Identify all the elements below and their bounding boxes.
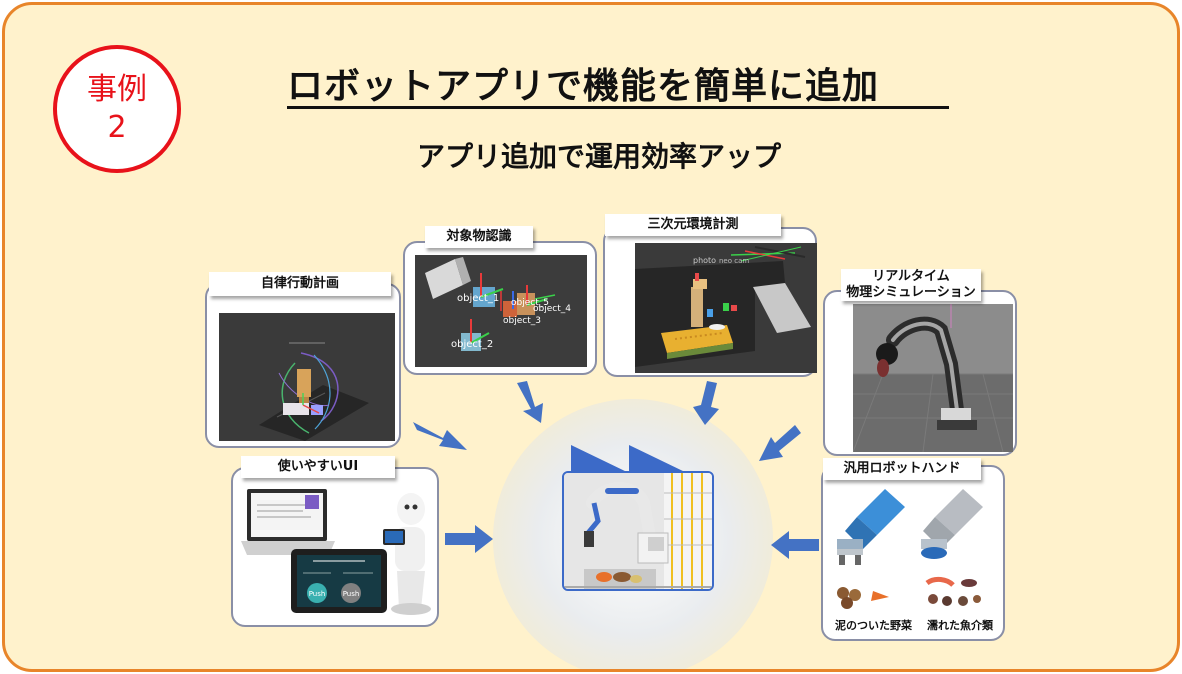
measurement-image: photo neo cam	[635, 243, 817, 373]
object-label-4: object_4	[533, 304, 571, 314]
svg-text:neo cam: neo cam	[719, 257, 749, 265]
object-label-5: object_5	[511, 298, 549, 308]
motion-planning-screenshot	[219, 313, 395, 441]
push-button-1: Push	[309, 590, 326, 598]
caption-muddy-vegetables: 泥のついた野菜	[835, 619, 912, 632]
arrow-motion-planning	[413, 422, 467, 450]
central-robot-image	[564, 473, 712, 589]
case-badge-number: 2	[107, 110, 127, 145]
page-title: ロボットアプリで機能を簡単に追加	[287, 65, 949, 109]
label-ui: 使いやすいUI	[241, 456, 395, 478]
robot-hand-image	[833, 489, 987, 611]
label-3d-measurement: 三次元環境計測	[605, 214, 781, 236]
object-recognition-image: object_1 object_2 object_3 object_4 obje…	[415, 255, 587, 367]
simulation-screenshot	[853, 304, 1013, 452]
panel-object-recognition: object_1 object_2 object_3 object_4 obje…	[403, 241, 597, 375]
panel-3d-measurement: photo neo cam	[603, 227, 817, 377]
label-robot-hand: 汎用ロボットハンド	[823, 458, 981, 480]
svg-text:photo: photo	[693, 256, 716, 265]
arrow-simulation	[759, 425, 801, 461]
label-simulation-line1: リアルタイム	[872, 269, 950, 284]
arrow-object-recognition	[517, 381, 543, 423]
simulation-image	[853, 304, 1013, 452]
factory-roof-icon	[571, 445, 687, 473]
label-simulation: リアルタイム 物理シミュレーション	[841, 269, 981, 301]
label-object-recognition: 対象物認識	[425, 226, 533, 248]
case-badge-label: 事例	[87, 72, 147, 107]
measurement-screenshot: photo neo cam	[635, 243, 817, 373]
object-label-3: object_3	[503, 316, 541, 326]
arrow-ui	[445, 525, 493, 553]
object-label-2: object_2	[451, 339, 493, 350]
case-badge: 事例 2	[53, 45, 181, 173]
central-robot-photo	[562, 471, 714, 591]
object-recognition-screenshot: object_1 object_2 object_3 object_4 obje…	[415, 255, 587, 367]
push-button-2: Push	[343, 590, 360, 598]
panel-motion-planning	[205, 283, 401, 448]
panel-simulation	[823, 290, 1017, 456]
arrow-robot-hand	[771, 531, 819, 559]
arrow-3d-measurement	[693, 381, 719, 425]
object-label-1: object_1	[457, 293, 499, 304]
motion-planning-image	[219, 313, 395, 441]
page-subtitle: アプリ追加で運用効率アップ	[417, 140, 782, 173]
label-simulation-line2: 物理シミュレーション	[846, 285, 976, 300]
panel-ui: Push Push	[231, 467, 439, 627]
caption-wet-seafood: 濡れた魚介類	[927, 619, 993, 632]
label-motion-planning: 自律行動計画	[209, 272, 391, 296]
ui-image: Push Push	[241, 489, 431, 615]
panel-robot-hand: 泥のついた野菜 濡れた魚介類	[821, 465, 1005, 641]
